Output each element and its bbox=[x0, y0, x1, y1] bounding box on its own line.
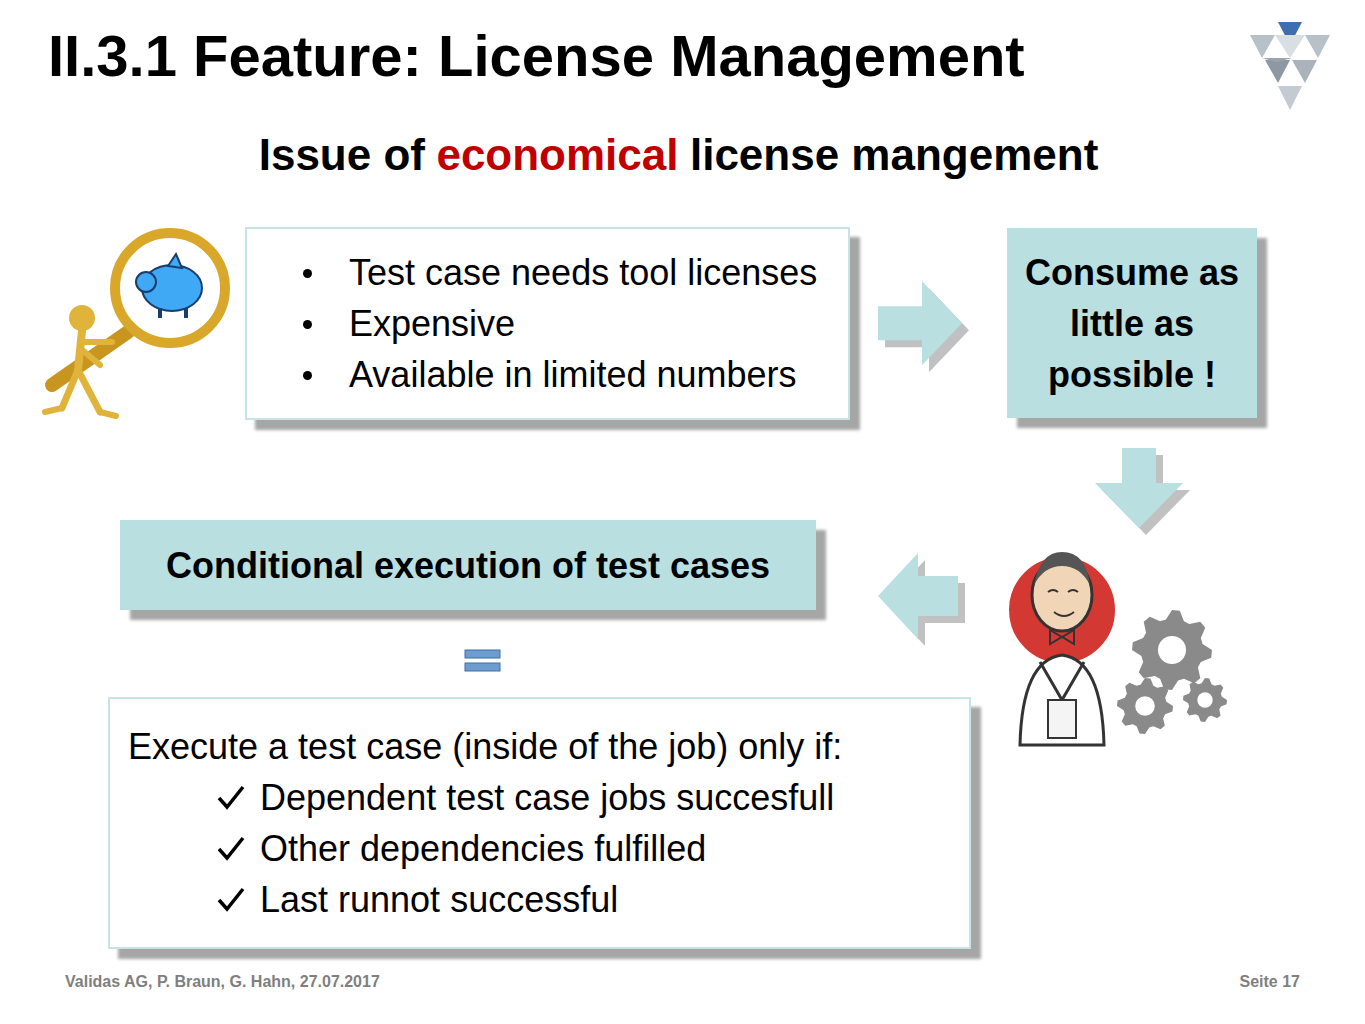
arrow-body bbox=[878, 281, 962, 365]
subtitle-part: license mangement bbox=[690, 130, 1098, 180]
bullet-item: Expensive bbox=[267, 298, 515, 349]
condition-item: Last runnot successful bbox=[128, 874, 618, 925]
down-block-arrow bbox=[1095, 448, 1190, 535]
check-stroke bbox=[219, 838, 243, 858]
solution-box: Conditional execution of test cases bbox=[120, 520, 816, 610]
bullet-item: Test case needs tool licenses bbox=[267, 247, 817, 298]
subtitle-part: Issue of bbox=[259, 130, 425, 180]
box-label: Consume as little as possible ! bbox=[1023, 247, 1241, 400]
condition-lead: Execute a test case (inside of the job) … bbox=[128, 721, 842, 772]
condition-item: Other dependencies fulfilled bbox=[128, 823, 706, 874]
box-label: Conditional execution of test cases bbox=[166, 540, 770, 591]
check-mark bbox=[216, 784, 246, 812]
subtitle-part: economical bbox=[436, 130, 678, 180]
bullet-item: Available in limited numbers bbox=[267, 349, 797, 400]
issue-box: Test case needs tool licensesExpensiveAv… bbox=[245, 227, 850, 420]
check-stroke bbox=[219, 787, 243, 807]
check-stroke bbox=[219, 889, 243, 909]
gear-icons bbox=[1117, 610, 1227, 734]
subtitle: Issue ofeconomicallicense mangement bbox=[0, 130, 1357, 180]
check-mark bbox=[216, 835, 246, 863]
left-block-arrow bbox=[878, 553, 965, 646]
slide-title: II.3.1 Feature: License Management bbox=[48, 22, 1025, 89]
condition-box: Execute a test case (inside of the job) … bbox=[108, 697, 971, 949]
gear-hole bbox=[1158, 636, 1186, 664]
gear bbox=[1183, 678, 1227, 722]
gear-hole bbox=[1135, 696, 1155, 716]
magnifier-figure bbox=[45, 233, 225, 416]
condition-item: Dependent test case jobs succesfull bbox=[128, 772, 834, 823]
company-logo bbox=[1250, 22, 1330, 110]
equals-sign bbox=[465, 650, 500, 671]
gear bbox=[1132, 610, 1212, 690]
gear bbox=[1117, 678, 1173, 734]
page-number: Seite 17 bbox=[1240, 973, 1300, 991]
block-arrow-connector bbox=[878, 281, 969, 372]
gear-hole bbox=[1197, 692, 1212, 707]
footer-author: Validas AG, P. Braun, G. Hahn, 27.07.201… bbox=[65, 973, 380, 991]
check-mark bbox=[216, 886, 246, 914]
goal-box: Consume as little as possible ! bbox=[1007, 228, 1257, 418]
jenkins-butler-icon bbox=[1007, 552, 1117, 745]
